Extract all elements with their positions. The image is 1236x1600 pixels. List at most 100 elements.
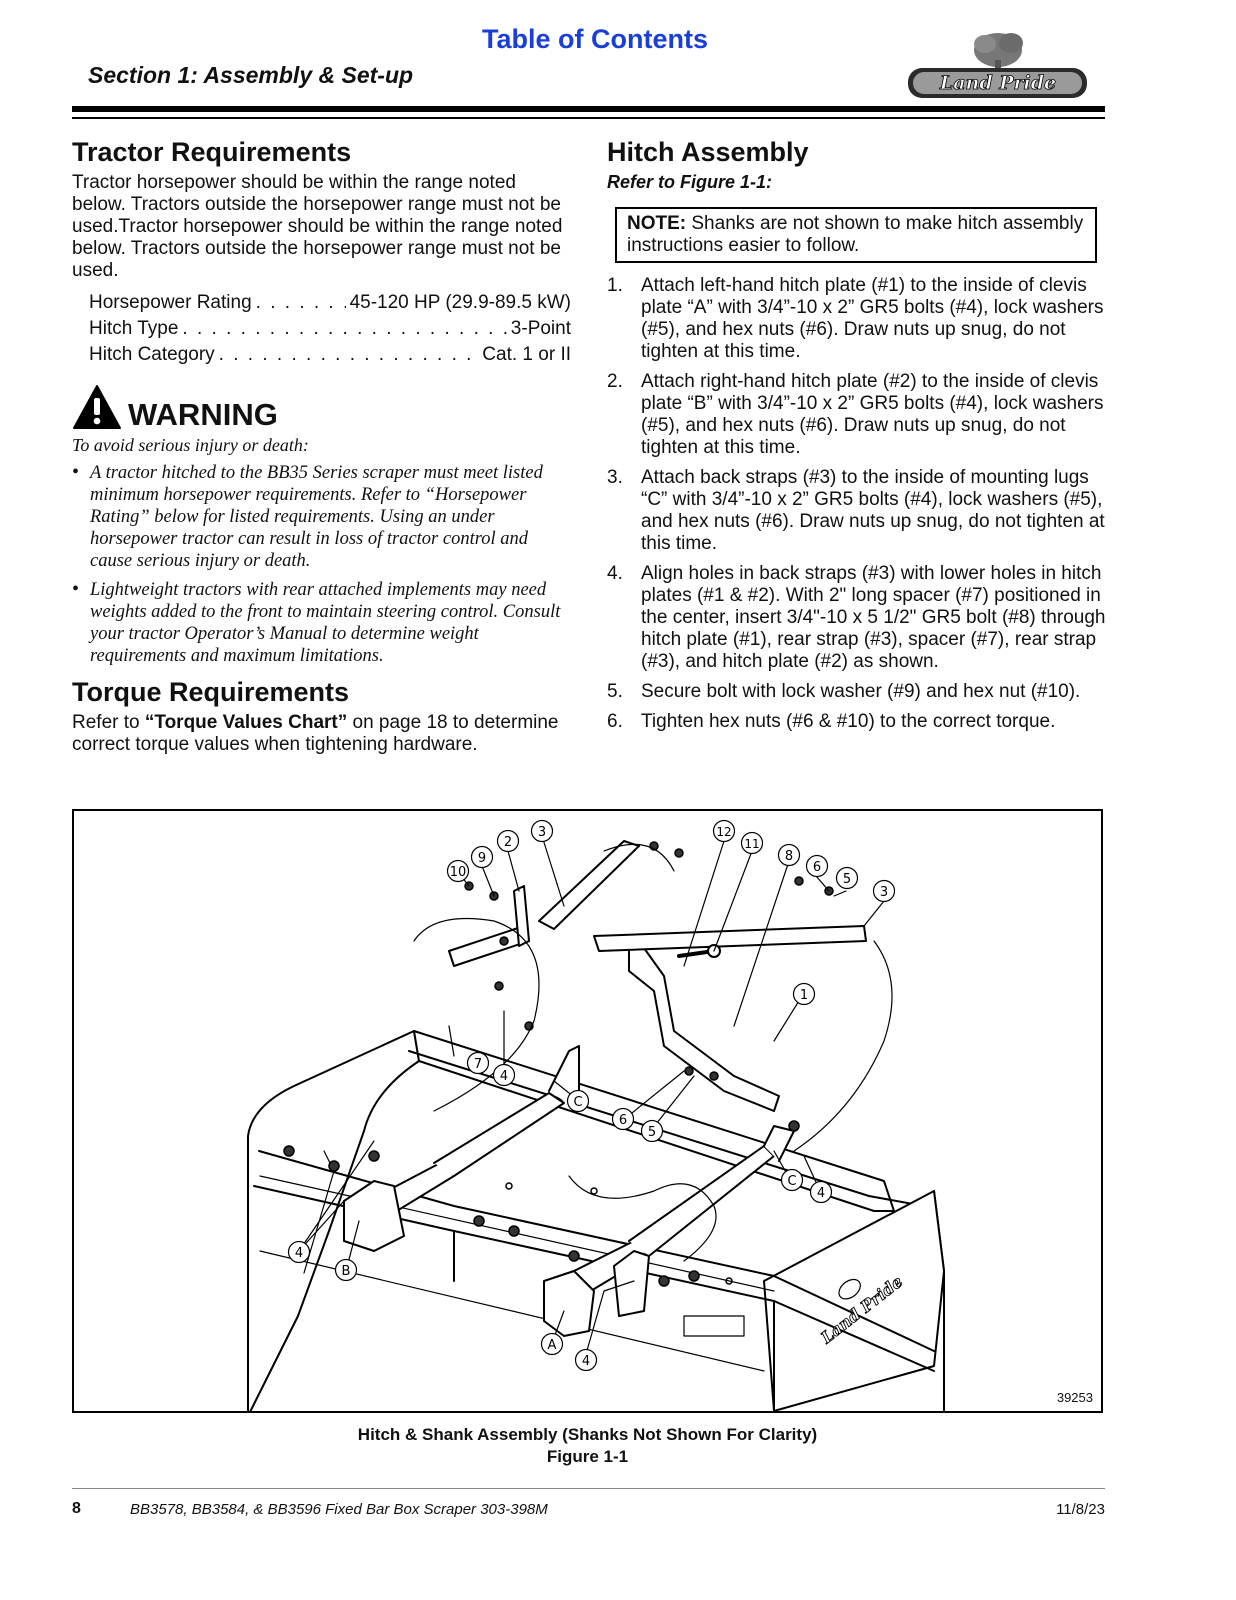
callout: 3	[530, 819, 554, 848]
figure-box: 10 9 2 3 12 11 8 6 5 3 1 7 4 C 6 5 C 4 4…	[72, 809, 1103, 1413]
svg-text:5: 5	[648, 1125, 656, 1140]
step-text: Attach right-hand hitch plate (#2) to th…	[641, 371, 1104, 458]
step-text: Attach back straps (#3) to the inside of…	[641, 467, 1105, 554]
figure-id-number: 39253	[1056, 1390, 1093, 1405]
svg-text:4: 4	[817, 1186, 825, 1201]
land-pride-logo: Land Pride	[908, 33, 1087, 98]
spec-row-hitch-category: Hitch Category Cat. 1 or II	[89, 344, 571, 370]
step-item: 2. Attach right-hand hitch plate (#2) to …	[607, 371, 1107, 459]
tractor-requirements-text: Tractor horsepower should be within the …	[72, 172, 563, 281]
callout: 1	[792, 982, 816, 1011]
clevis-plate-b	[343, 1180, 405, 1252]
step-item: 5. Secure bolt with lock washer (#9) and …	[607, 681, 1107, 703]
torque-text-end: on page 18 to determine correct torque v…	[72, 712, 559, 755]
callout: 6	[805, 854, 829, 883]
svg-text:Land Pride: Land Pride	[939, 72, 1056, 94]
callout: 7	[466, 1051, 490, 1080]
footer-rule	[72, 1488, 1105, 1489]
torque-values-chart-link[interactable]: “Torque Values Chart”	[144, 712, 348, 733]
callout: 4	[809, 1180, 833, 1209]
spec-value: 45-120 HP (29.9-89.5 kW)	[349, 292, 571, 313]
step-text: Attach left-hand hitch plate (#1) to the…	[641, 275, 1104, 362]
warning-triangle-icon	[73, 385, 121, 429]
left-column: Tractor Requirements Tractor horsepower …	[72, 137, 572, 756]
svg-text:9: 9	[478, 851, 486, 866]
step-number: 3.	[607, 467, 623, 488]
svg-text:4: 4	[582, 1354, 590, 1369]
svg-text:5: 5	[843, 872, 851, 887]
step-item: 6.Tighten hex nuts (#6 & #10) to the cor…	[607, 711, 1107, 733]
hitch-plate-2-upright	[513, 885, 530, 947]
svg-text:2: 2	[504, 835, 512, 850]
torque-requirements-heading: Torque Requirements	[72, 677, 350, 707]
svg-text:3: 3	[880, 885, 888, 900]
page-number: 8	[72, 1500, 81, 1517]
torque-text-start: Refer to	[72, 712, 145, 733]
step-text: Tighten hex nuts (#6 & #10) to the corre…	[641, 711, 1056, 732]
callout: 8	[777, 843, 801, 872]
note-text: Shanks are not shown to make hitch assem…	[627, 213, 1084, 256]
clevis-plate-a2	[613, 1250, 650, 1317]
warning-item-text: A tractor hitched to the BB35 Series scr…	[90, 463, 543, 571]
scraper-decal-logo: Land Pride	[816, 1271, 907, 1348]
torque-requirements-text: Refer to “Torque Values Chart” on page 1…	[72, 712, 572, 756]
callout: B	[334, 1258, 358, 1287]
callout: C	[566, 1089, 590, 1118]
callout: A	[540, 1332, 564, 1361]
warning-item-text: Lightweight tractors with rear attached …	[90, 580, 561, 666]
callout: 5	[835, 866, 859, 895]
svg-text:B: B	[342, 1264, 351, 1279]
right-column: Hitch Assembly Refer to Figure 1-1: NOTE…	[607, 137, 1107, 741]
note-box: NOTE: Shanks are not shown to make hitch…	[615, 207, 1097, 263]
callout: 4	[492, 1063, 516, 1092]
svg-text:7: 7	[474, 1057, 482, 1072]
back-strap-left	[538, 840, 640, 930]
step-number: 5.	[607, 681, 623, 702]
scraper-bottom-edge	[258, 1150, 935, 1352]
spec-label: Horsepower Rating	[89, 292, 252, 313]
svg-text:C: C	[787, 1174, 796, 1189]
footer-date: 11/8/23	[1056, 1501, 1105, 1518]
warning-intro: To avoid serious injury or death:	[72, 435, 309, 455]
spec-label: Hitch Category	[89, 344, 215, 365]
step-number: 4.	[607, 563, 623, 584]
warning-item: •A tractor hitched to the BB35 Series sc…	[72, 461, 572, 572]
table-of-contents-link[interactable]: Table of Contents	[482, 24, 708, 54]
callout: 11	[740, 831, 764, 860]
warning-title: WARNING	[128, 397, 278, 432]
svg-text:6: 6	[813, 860, 821, 875]
spec-label: Hitch Type	[89, 318, 179, 339]
warning-item: •Lightweight tractors with rear attached…	[72, 578, 572, 667]
back-strap-right	[593, 925, 867, 952]
footer-document-title: BB3578, BB3584, & BB3596 Fixed Bar Box S…	[130, 1501, 548, 1518]
callout: 9	[470, 845, 494, 874]
figure-reference: Refer to Figure 1-1:	[607, 172, 773, 192]
spec-value: Cat. 1 or II	[482, 344, 571, 365]
step-text: Secure bolt with lock washer (#9) and he…	[641, 681, 1081, 702]
header-rule-thin	[72, 117, 1105, 119]
callout: 3	[872, 879, 896, 908]
callout: C	[780, 1168, 804, 1197]
leader-dots	[182, 318, 506, 340]
callout: 2	[496, 829, 520, 858]
header-rule-thick	[72, 106, 1105, 112]
step-number: 2.	[607, 371, 623, 392]
right-hitch-arm	[628, 1145, 775, 1257]
clevis-plate-a	[543, 1270, 595, 1337]
spec-row-horsepower: Horsepower Rating 45-120 HP (29.9-89.5 k…	[89, 292, 571, 318]
figure-caption: Hitch & Shank Assembly (Shanks Not Shown…	[72, 1424, 1103, 1468]
callout: 10	[446, 859, 470, 888]
step-item: 3. Attach back straps (#3) to the inside …	[607, 467, 1107, 555]
svg-text:1: 1	[800, 988, 808, 1003]
warning-list: •A tractor hitched to the BB35 Series sc…	[72, 461, 572, 667]
tractor-specs-table: Horsepower Rating 45-120 HP (29.9-89.5 k…	[89, 292, 571, 370]
assembly-steps: 1.Attach left-hand hitch plate (#1) to t…	[607, 275, 1107, 733]
callout: 4	[574, 1348, 598, 1377]
svg-text:4: 4	[500, 1069, 508, 1084]
svg-text:4: 4	[295, 1246, 303, 1261]
hitch-plate-1	[628, 935, 780, 1112]
right-upper-arm	[763, 1125, 795, 1162]
spec-row-hitch-type: Hitch Type 3-Point	[89, 318, 571, 344]
svg-text:11: 11	[744, 837, 759, 851]
svg-text:12: 12	[716, 825, 731, 839]
